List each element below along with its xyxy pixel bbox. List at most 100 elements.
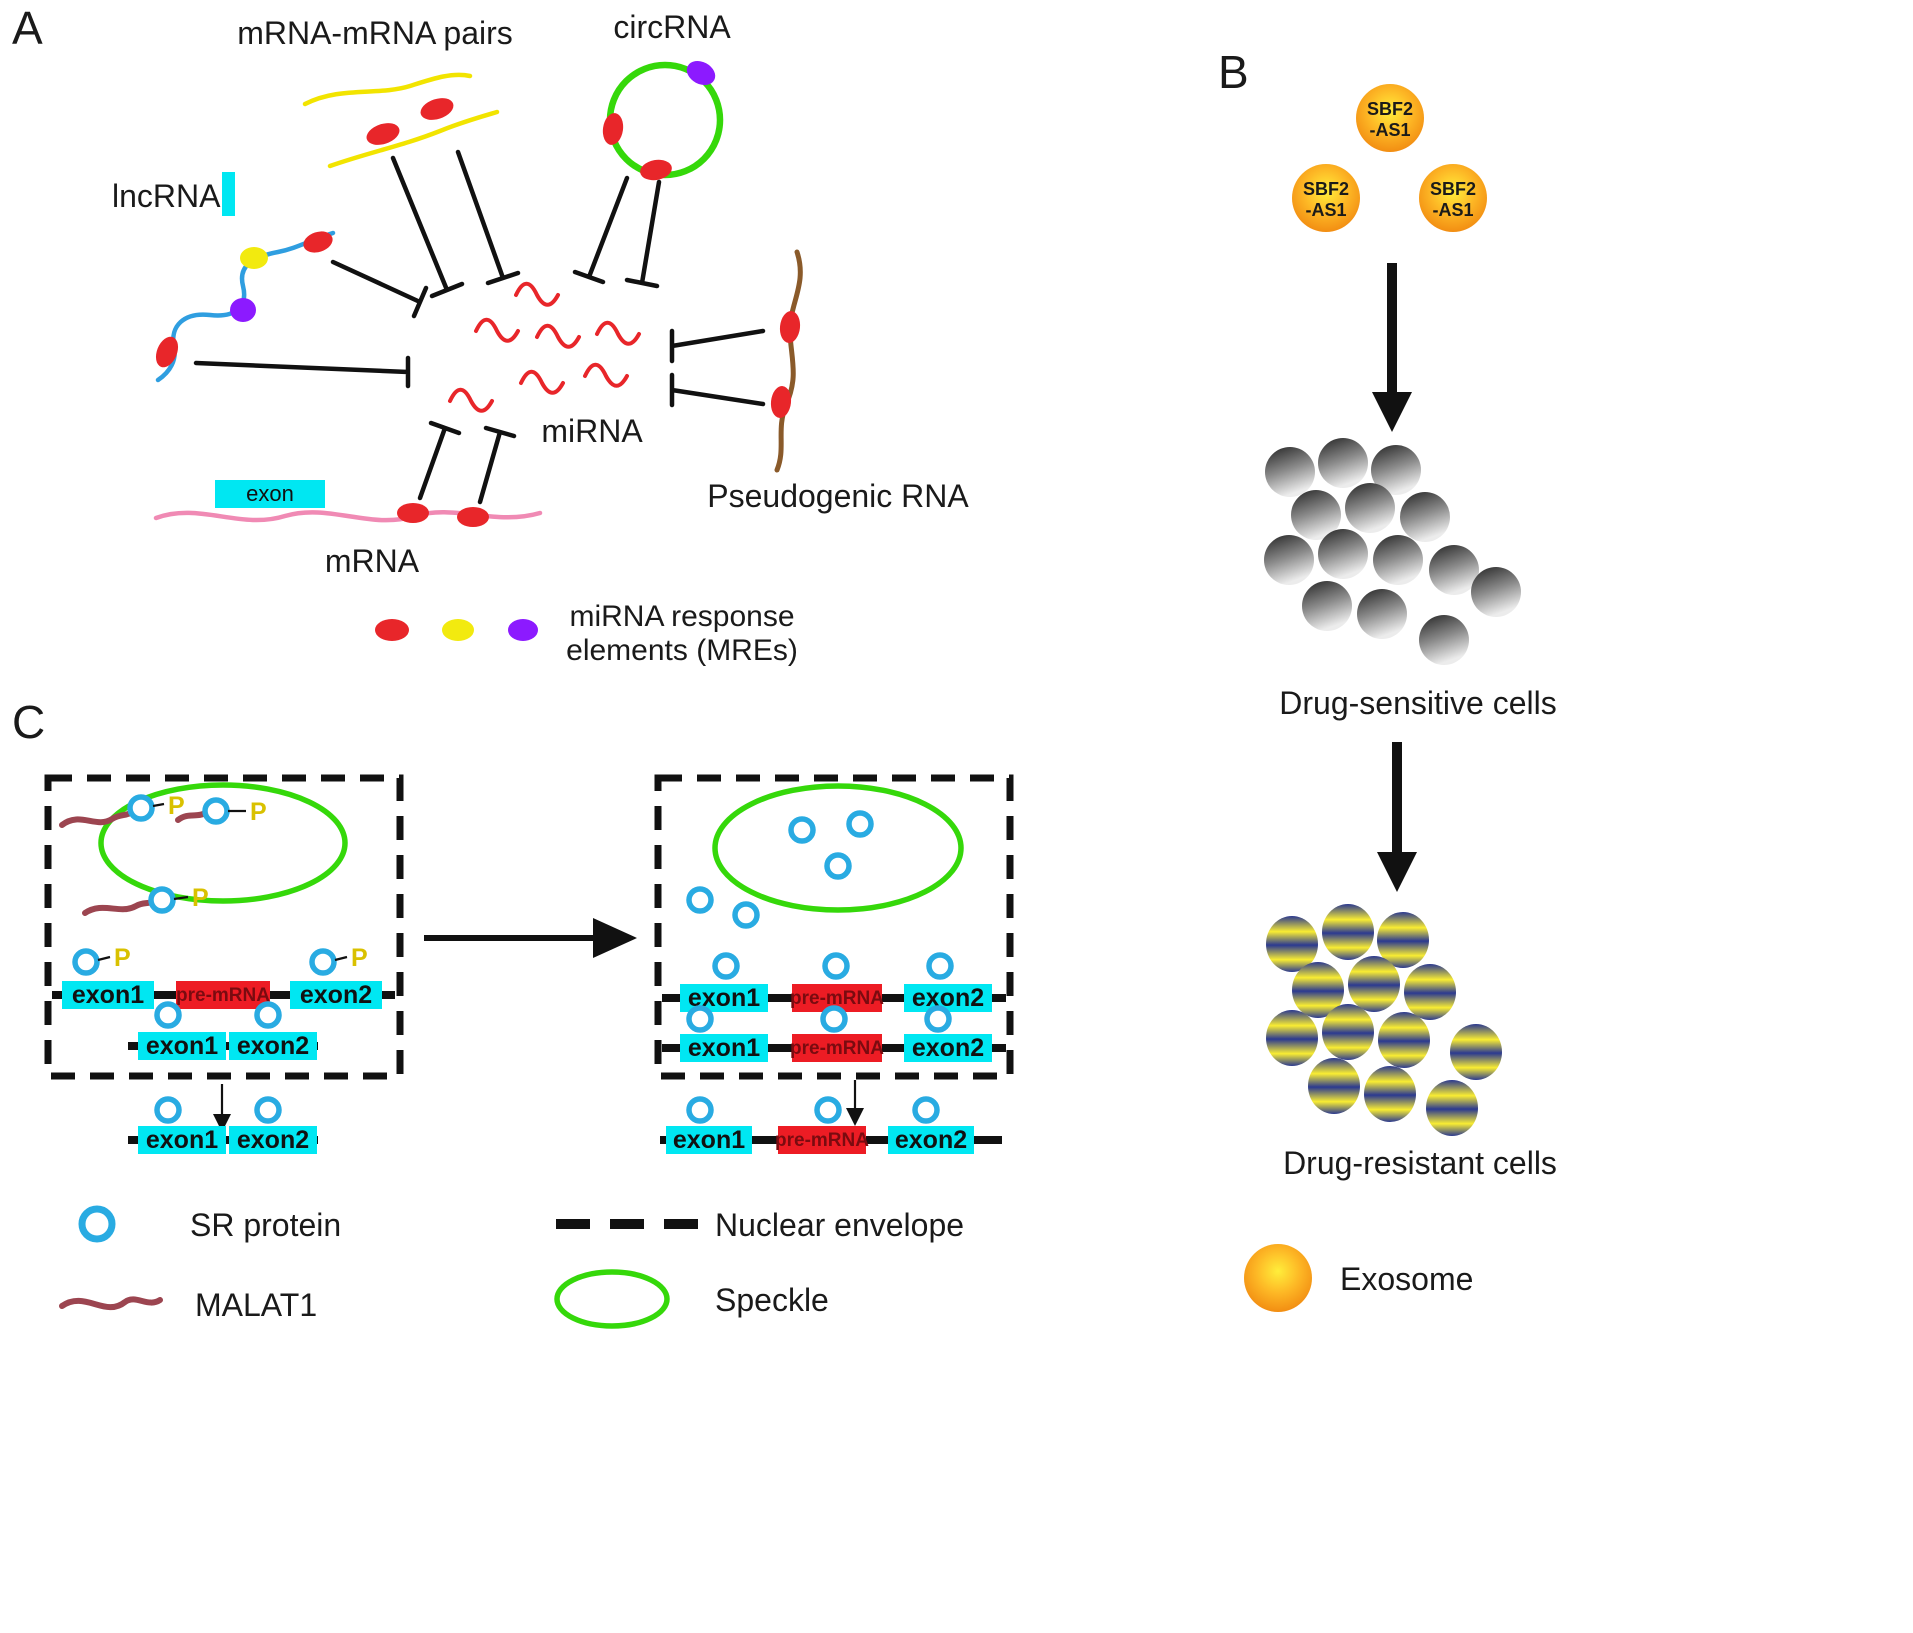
sr-protein-icon xyxy=(148,886,176,914)
mre-dot xyxy=(420,98,454,120)
legend-speckle: Speckle xyxy=(554,1269,829,1329)
cell xyxy=(1322,904,1374,960)
exosome-icon xyxy=(1356,84,1424,152)
inhibition-tbar xyxy=(193,355,411,389)
mre-dot xyxy=(457,507,489,527)
mrna-strand-1 xyxy=(302,72,473,107)
pre-mrna-label: pre-mRNA xyxy=(176,985,270,1006)
mirna-squiggle xyxy=(583,362,629,388)
exon1-label: exon1 xyxy=(146,1032,218,1060)
sr-protein-icon xyxy=(202,797,230,825)
phosphate-label: P xyxy=(168,792,185,820)
sr-protein-icon xyxy=(712,952,740,980)
cell xyxy=(1364,1066,1416,1122)
sr-protein-icon xyxy=(924,1005,952,1033)
nuclear-envelope xyxy=(654,774,1014,1080)
exon1-label: exon1 xyxy=(673,1126,745,1154)
mre-dot xyxy=(770,386,792,418)
cell xyxy=(1264,535,1314,585)
mre-dot xyxy=(303,231,333,253)
drug-resistant-cells xyxy=(1266,904,1502,1136)
cell xyxy=(1266,916,1318,972)
legend-sr-protein: SR protein xyxy=(78,1205,341,1243)
exon2-label: exon2 xyxy=(895,1126,967,1154)
sr-protein-icon xyxy=(926,952,954,980)
pre-mrna-label: pre-mRNA xyxy=(775,1130,869,1151)
exon1-box xyxy=(666,1126,752,1154)
sr-protein-icon xyxy=(846,810,874,838)
mrna: exon mRNA xyxy=(153,480,543,579)
exon2-box xyxy=(888,1126,974,1154)
arrow-head xyxy=(1377,852,1417,892)
sr-protein-icon xyxy=(78,1205,116,1243)
cell xyxy=(1377,912,1429,968)
sr-protein-icon xyxy=(254,1001,282,1029)
pre-mrna-box xyxy=(176,981,270,1009)
mre-dot xyxy=(240,247,268,269)
sbf2-text: -AS1 xyxy=(1369,120,1410,140)
malat1-sr-complex: P xyxy=(82,884,209,916)
panel-c: C P P P xyxy=(12,696,1014,1329)
sr-protein-icon xyxy=(72,948,100,976)
cell xyxy=(1302,581,1352,631)
panel-b-label: B xyxy=(1218,46,1249,98)
speckle-label: Speckle xyxy=(715,1282,829,1318)
mre-legend-line1: miRNA response xyxy=(569,600,794,633)
nuclear-envelope-label: Nuclear envelope xyxy=(715,1207,964,1243)
sbf2-text: SBF2 xyxy=(1303,179,1349,199)
sr-protein-icon xyxy=(686,1096,714,1124)
exosome-icon xyxy=(1292,164,1360,232)
drug-sensitive-label: Drug-sensitive cells xyxy=(1279,685,1556,721)
phosphate-label: P xyxy=(114,944,131,972)
sr-protein-icon xyxy=(814,1096,842,1124)
malat1-label: MALAT1 xyxy=(195,1287,317,1323)
exon2-label: exon2 xyxy=(237,1032,309,1060)
panel-a: A mRNA-mRNA pairs circRNA lncRNA xyxy=(12,2,969,667)
connector xyxy=(334,955,348,962)
pseudogene-strand xyxy=(774,249,803,473)
legend-malat1: MALAT1 xyxy=(59,1287,317,1323)
pseudogenic-rna: Pseudogenic RNA xyxy=(707,249,969,514)
sr-protein-label: SR protein xyxy=(190,1207,341,1243)
spliced-mrna-exported: exon1 exon2 xyxy=(128,1096,318,1154)
panel-a-label: A xyxy=(12,2,43,54)
cell xyxy=(1404,964,1456,1020)
mirna-squiggle xyxy=(448,387,494,413)
sr-protein-icon xyxy=(822,952,850,980)
sbf2-text: -AS1 xyxy=(1432,200,1473,220)
inhibition-tbar xyxy=(624,179,662,289)
exon1-box xyxy=(680,1034,768,1062)
cell xyxy=(1266,1010,1318,1066)
sbf2-text: -AS1 xyxy=(1305,200,1346,220)
phosphate-label: P xyxy=(250,798,267,826)
mre-dot xyxy=(779,311,801,343)
mre-dot xyxy=(602,113,624,145)
inhibition-tbar xyxy=(477,425,517,505)
cell xyxy=(1318,438,1368,488)
lncrna-label: lncRNA xyxy=(112,178,221,214)
mre-purple-icon xyxy=(508,619,538,641)
malat1-strand xyxy=(59,810,133,828)
speckle xyxy=(712,783,964,913)
arrow-head xyxy=(846,1108,864,1126)
connector xyxy=(152,802,165,808)
mirna-label: miRNA xyxy=(541,413,643,449)
inhibition-tbar xyxy=(390,155,465,299)
mre-dot xyxy=(366,123,400,145)
malat1-icon xyxy=(59,1296,163,1311)
lncrna: lncRNA xyxy=(112,172,336,383)
cell xyxy=(1400,492,1450,542)
exon1-box xyxy=(138,1126,226,1154)
mre-dot xyxy=(397,503,429,523)
pre-mrna-box xyxy=(778,1126,866,1154)
exon2-label: exon2 xyxy=(912,984,984,1012)
gene-construct-retained: exon1 pre-mRNA exon2 xyxy=(662,952,1006,1012)
inhibition-lines xyxy=(193,149,766,505)
drug-sensitive-cells xyxy=(1264,438,1521,665)
gene-construct-retained: exon1 pre-mRNA exon2 xyxy=(662,1005,1006,1062)
exon2-label: exon2 xyxy=(300,981,372,1009)
sr-protein-icon xyxy=(820,1005,848,1033)
cell xyxy=(1308,1058,1360,1114)
cell xyxy=(1318,529,1368,579)
